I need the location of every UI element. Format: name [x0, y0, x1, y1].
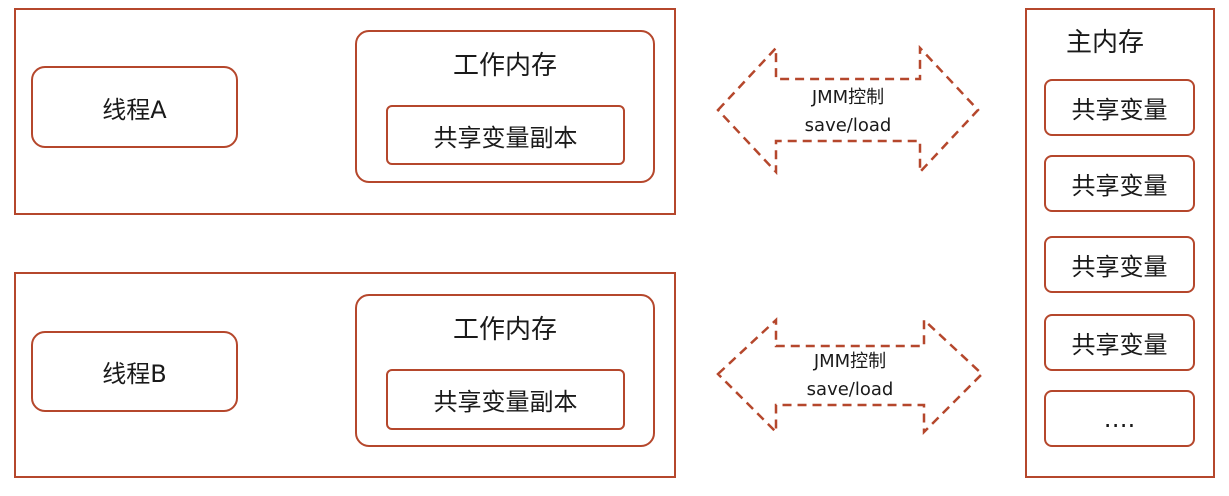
thread-b-label: 线程B [102, 360, 167, 388]
thread-b-shared-copy: 共享变量副本 [386, 369, 625, 430]
main-memory-item-ellipsis: …. [1044, 390, 1195, 447]
jmm-bottom-label: JMM控制 save/load [792, 348, 908, 404]
main-memory-title: 主内存 [1065, 28, 1144, 58]
thread-a-label: 线程A [102, 95, 167, 124]
main-memory-item: 共享变量 [1044, 314, 1195, 371]
thread-a-shared-copy: 共享变量副本 [386, 105, 625, 165]
main-memory-item: 共享变量 [1044, 236, 1195, 293]
main-memory-item-label: 共享变量 [1071, 96, 1168, 124]
jmm-bottom-line2: save/load [806, 379, 894, 400]
thread-b-box: 线程B [31, 331, 238, 412]
jmm-bottom-double-arrow [716, 317, 984, 436]
jmm-bottom-line1: JMM控制 [813, 351, 887, 372]
thread-b-work-memory-title: 工作内存 [452, 315, 557, 345]
main-memory-item-label: 共享变量 [1071, 172, 1168, 200]
main-memory-item-label: 共享变量 [1071, 253, 1168, 281]
main-memory-item-label: 共享变量 [1071, 331, 1168, 359]
jmm-top-double-arrow [716, 44, 980, 176]
thread-b-shared-copy-label: 共享变量副本 [433, 388, 578, 416]
main-memory-ellipsis-label: …. [1103, 404, 1136, 433]
thread-a-work-memory-title: 工作内存 [452, 51, 557, 81]
main-memory-item: 共享变量 [1044, 155, 1195, 212]
main-memory-item: 共享变量 [1044, 79, 1195, 136]
thread-a-shared-copy-label: 共享变量副本 [433, 123, 578, 152]
jmm-top-label: JMM控制 save/load [790, 84, 906, 140]
jmm-top-line1: JMM控制 [811, 87, 885, 108]
thread-a-box: 线程A [31, 66, 238, 148]
jmm-top-line2: save/load [804, 115, 892, 136]
